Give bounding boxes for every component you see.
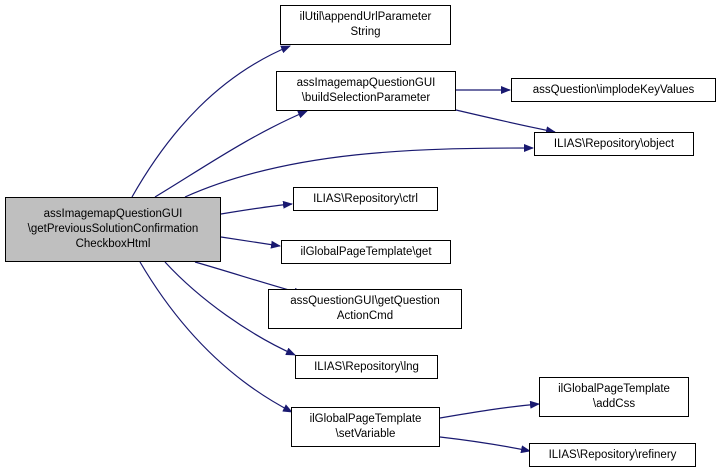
node-repository-ctrl[interactable]: ILIAS\Repository\ctrl: [293, 187, 438, 211]
node-get-question-action-cmd[interactable]: assQuestionGUI\getQuestion ActionCmd: [268, 289, 462, 329]
node-repository-lng[interactable]: ILIAS\Repository\lng: [295, 355, 438, 379]
edge-setvar-addcss: [439, 400, 540, 419]
edge-main-get: [220, 236, 281, 249]
edge-main-lng: [164, 261, 296, 356]
node-build-selection-parameter[interactable]: assImagemapQuestionGUI \buildSelectionPa…: [276, 71, 456, 111]
node-main-function[interactable]: assImagemapQuestionGUI \getPreviousSolut…: [5, 197, 221, 262]
edge-build-object: [455, 109, 556, 135]
node-append-url-parameter[interactable]: ilUtil\appendUrlParameter String: [280, 5, 451, 45]
edge-main-append: [131, 45, 291, 198]
node-repository-refinery[interactable]: ILIAS\Repository\refinery: [529, 443, 696, 467]
edge-main-build: [154, 110, 308, 198]
edge-main-setvar: [139, 261, 293, 413]
node-implode-key-values[interactable]: assQuestion\implodeKeyValues: [511, 78, 716, 102]
node-set-variable[interactable]: ilGlobalPageTemplate \setVariable: [291, 407, 440, 447]
node-add-css[interactable]: ilGlobalPageTemplate \addCss: [539, 377, 689, 417]
node-global-page-template-get[interactable]: ilGlobalPageTemplate\get: [281, 240, 451, 264]
edge-setvar-refinery: [439, 436, 531, 454]
edge-main-ctrl: [220, 200, 293, 215]
edge-main-object: [184, 144, 534, 198]
node-repository-object[interactable]: ILIAS\Repository\object: [534, 132, 694, 156]
